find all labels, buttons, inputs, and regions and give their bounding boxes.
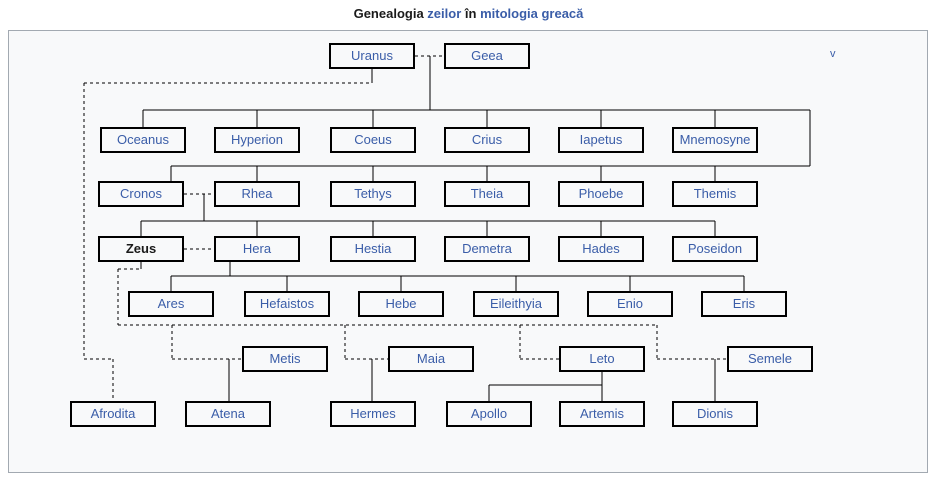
node-semele[interactable]: Semele (727, 346, 813, 372)
node-label: Themis (693, 186, 737, 201)
node-label: Hestia (354, 241, 392, 256)
node-theia[interactable]: Theia (444, 181, 530, 207)
node-label: Hermes (350, 406, 396, 421)
view-template-link[interactable]: v (830, 48, 836, 60)
node-label: Hades (582, 241, 620, 256)
node-label: Poseidon (687, 241, 743, 256)
node-atena[interactable]: Atena (185, 401, 271, 427)
node-label: Ares (157, 296, 185, 311)
node-label: Eileithyia (489, 296, 543, 311)
node-oceanus[interactable]: Oceanus (100, 127, 186, 153)
node-poseidon[interactable]: Poseidon (672, 236, 758, 262)
node-label: Rhea (241, 186, 273, 201)
node-zeus: Zeus (98, 236, 184, 262)
node-demetra[interactable]: Demetra (444, 236, 530, 262)
node-label: Hyperion (230, 132, 284, 147)
title-link-mitologia-greaca[interactable]: mitologia greacă (480, 6, 584, 21)
node-artemis[interactable]: Artemis (559, 401, 645, 427)
node-label: Afrodita (90, 406, 136, 421)
node-label: Zeus (125, 241, 157, 256)
node-label: Crius (471, 132, 503, 147)
node-leto[interactable]: Leto (559, 346, 645, 372)
node-label: Eris (732, 296, 756, 311)
node-label: Hera (242, 241, 272, 256)
node-eris[interactable]: Eris (701, 291, 787, 317)
node-label: Geea (471, 48, 503, 63)
node-geea[interactable]: Geea (444, 43, 530, 69)
node-label: Uranus (351, 48, 393, 63)
title-link-zeilor[interactable]: zeilor (427, 6, 462, 21)
node-uranus[interactable]: Uranus (329, 43, 415, 69)
node-hyperion[interactable]: Hyperion (214, 127, 300, 153)
node-label: Maia (416, 351, 446, 366)
node-label: Coeus (354, 132, 392, 147)
node-afrodita[interactable]: Afrodita (70, 401, 156, 427)
page-title: Genealogia zeilor în mitologia greacă (0, 6, 937, 21)
title-text-in: în (464, 6, 477, 21)
title-text: Genealogia (353, 6, 424, 21)
node-enio[interactable]: Enio (587, 291, 673, 317)
node-label: Hebe (385, 296, 417, 311)
node-hebe[interactable]: Hebe (358, 291, 444, 317)
node-dionis[interactable]: Dionis (672, 401, 758, 427)
node-label: Leto (589, 351, 615, 366)
node-eileithyia[interactable]: Eileithyia (473, 291, 559, 317)
node-apollo[interactable]: Apollo (446, 401, 532, 427)
node-hefaistos[interactable]: Hefaistos (244, 291, 330, 317)
node-iapetus[interactable]: Iapetus (558, 127, 644, 153)
node-label: Demetra (462, 241, 512, 256)
node-metis[interactable]: Metis (242, 346, 328, 372)
node-phoebe[interactable]: Phoebe (558, 181, 644, 207)
node-label: Theia (470, 186, 504, 201)
node-hestia[interactable]: Hestia (330, 236, 416, 262)
node-label: Phoebe (578, 186, 624, 201)
node-hermes[interactable]: Hermes (330, 401, 416, 427)
node-label: Enio (616, 296, 644, 311)
node-hera[interactable]: Hera (214, 236, 300, 262)
node-hades[interactable]: Hades (558, 236, 644, 262)
node-label: Metis (269, 351, 301, 366)
node-label: Atena (211, 406, 245, 421)
node-ares[interactable]: Ares (128, 291, 214, 317)
node-themis[interactable]: Themis (672, 181, 758, 207)
node-label: Semele (747, 351, 793, 366)
node-mnemosyne[interactable]: Mnemosyne (672, 127, 758, 153)
node-crius[interactable]: Crius (444, 127, 530, 153)
node-maia[interactable]: Maia (388, 346, 474, 372)
node-label: Tethys (354, 186, 392, 201)
node-label: Apollo (470, 406, 508, 421)
node-rhea[interactable]: Rhea (214, 181, 300, 207)
node-cronos[interactable]: Cronos (98, 181, 184, 207)
node-label: Iapetus (579, 132, 623, 147)
node-label: Oceanus (116, 132, 170, 147)
node-label: Mnemosyne (679, 132, 751, 147)
node-label: Artemis (579, 406, 625, 421)
node-label: Hefaistos (259, 296, 315, 311)
node-label: Cronos (120, 186, 162, 201)
node-label: Dionis (696, 406, 734, 421)
node-coeus[interactable]: Coeus (330, 127, 416, 153)
node-tethys[interactable]: Tethys (330, 181, 416, 207)
